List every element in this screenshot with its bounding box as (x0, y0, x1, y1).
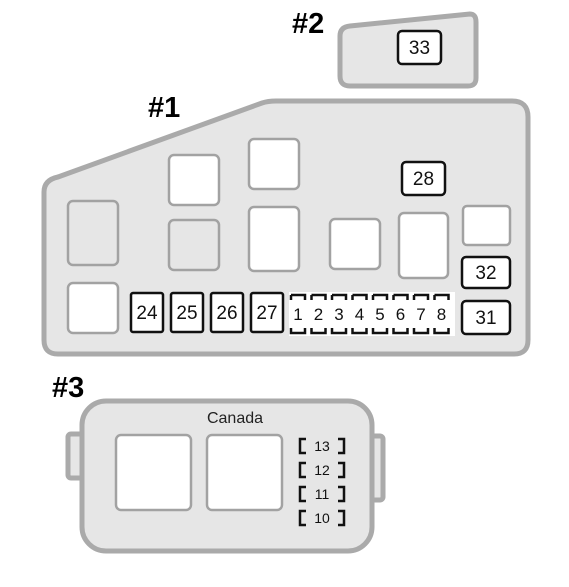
fuse-25-label: 25 (176, 303, 197, 324)
fuse-24[interactable]: 24 (129, 291, 165, 334)
fuse-4-label: 4 (355, 305, 364, 324)
fuse-28-label: 28 (413, 169, 434, 190)
fuse-27[interactable]: 27 (249, 291, 285, 334)
empty-slot (328, 217, 382, 271)
fuse-26-label: 26 (216, 303, 237, 324)
fuse-25[interactable]: 25 (169, 291, 205, 334)
fuse-32-label: 32 (475, 263, 496, 284)
fuse-8-label: 8 (437, 305, 446, 324)
fuse-13-label: 13 (314, 438, 330, 454)
fuse-3[interactable]: 3 (330, 293, 348, 335)
fuse-4[interactable]: 4 (351, 293, 368, 335)
fuse-32[interactable]: 32 (460, 255, 512, 290)
fuse-6-label: 6 (396, 305, 405, 324)
fuse-box-2: 33 (337, 11, 479, 89)
empty-slot (66, 199, 120, 267)
fuse-3-label: 3 (334, 305, 343, 324)
fuse-24-label: 24 (136, 303, 158, 324)
fuse-10-label: 10 (314, 510, 330, 526)
box1-label: #1 (148, 92, 180, 124)
fuse-31-label: 31 (475, 308, 496, 329)
empty-slot (114, 433, 193, 512)
fuse-12-label: 12 (314, 462, 330, 478)
fuse-box-3: Canada 13 12 11 10 (65, 398, 386, 554)
fuse-2[interactable]: 2 (310, 293, 327, 335)
empty-slot (66, 281, 120, 335)
fuse-11-label: 11 (315, 486, 330, 502)
fuse-1[interactable]: 1 (289, 293, 307, 335)
empty-slot (205, 433, 284, 512)
small-fuse-strip: 13 12 11 10 (298, 437, 346, 527)
box2-label: #2 (292, 8, 324, 40)
box3-label: #3 (52, 372, 84, 404)
fuse-26[interactable]: 26 (209, 291, 245, 334)
fuse-6[interactable]: 6 (392, 293, 409, 335)
fuse-10[interactable]: 10 (298, 509, 346, 527)
fuse-33[interactable]: 33 (396, 29, 443, 66)
fuse-5[interactable]: 5 (371, 293, 389, 335)
fuse-7[interactable]: 7 (412, 293, 430, 335)
fuse-13[interactable]: 13 (298, 437, 346, 455)
empty-slot (167, 153, 221, 207)
fuse-28[interactable]: 28 (400, 160, 447, 197)
empty-slot (397, 211, 450, 280)
empty-slot (167, 218, 221, 272)
fuse-2-label: 2 (314, 305, 323, 324)
fuse-12[interactable]: 12 (298, 461, 346, 479)
fuse-27-label: 27 (256, 303, 277, 324)
empty-slot (461, 204, 512, 247)
fuse-33-label: 33 (409, 38, 430, 59)
empty-slot (247, 137, 301, 191)
canada-caption: Canada (207, 410, 263, 427)
fuse-7-label: 7 (416, 305, 425, 324)
fuse-1-label: 1 (293, 305, 302, 324)
fuse-11[interactable]: 11 (298, 485, 346, 503)
fuse-8[interactable]: 8 (433, 293, 450, 335)
empty-slot (247, 205, 301, 273)
fuse-5-label: 5 (375, 305, 384, 324)
fuse-31[interactable]: 31 (460, 299, 512, 336)
